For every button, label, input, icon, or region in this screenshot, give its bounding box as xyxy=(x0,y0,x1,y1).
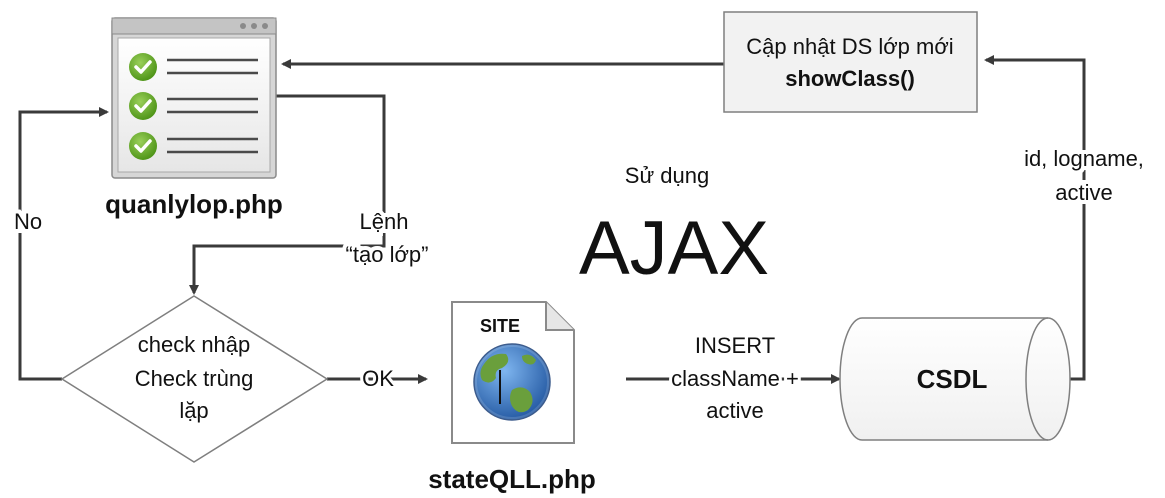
command-label-line2: “tạo lớp” xyxy=(346,242,429,267)
center-subtitle: Sử dụng xyxy=(625,163,709,188)
center-title: AJAX xyxy=(579,206,769,291)
db-label: CSDL xyxy=(917,364,988,394)
check-icon xyxy=(129,92,157,120)
arrow-decision-no-loop xyxy=(18,107,109,381)
arrow-quanlylop-to-decision xyxy=(189,94,386,295)
state-badge: SITE xyxy=(480,316,520,336)
decision-line2: Check trùng xyxy=(135,366,254,391)
ok-label: OK xyxy=(362,366,394,391)
command-label-line1: Lệnh xyxy=(360,209,409,234)
decision-line3: lặp xyxy=(179,398,208,423)
checklist-window-icon xyxy=(111,17,277,179)
update-box-line1: Cập nhật DS lớp mới xyxy=(746,34,953,59)
check-icon xyxy=(129,132,157,160)
insert-line1: INSERT xyxy=(695,333,775,358)
insert-line3: active xyxy=(706,398,763,423)
insert-line2: className + xyxy=(671,366,799,391)
globe-document-icon xyxy=(451,301,575,444)
fields-line1: id, logname, xyxy=(1024,146,1144,171)
update-box xyxy=(723,11,978,113)
fields-line2: active xyxy=(1055,180,1112,205)
state-label: stateQLL.php xyxy=(428,464,596,494)
decision-diamond xyxy=(60,295,329,463)
quanlylop-label: quanlylop.php xyxy=(105,189,283,219)
arrow-db-to-update xyxy=(984,55,1086,381)
database-cylinder xyxy=(839,317,1071,441)
no-label: No xyxy=(14,209,42,234)
update-box-line2: showClass() xyxy=(785,66,915,91)
decision-line1: check nhập xyxy=(138,332,251,357)
check-icon xyxy=(129,53,157,81)
